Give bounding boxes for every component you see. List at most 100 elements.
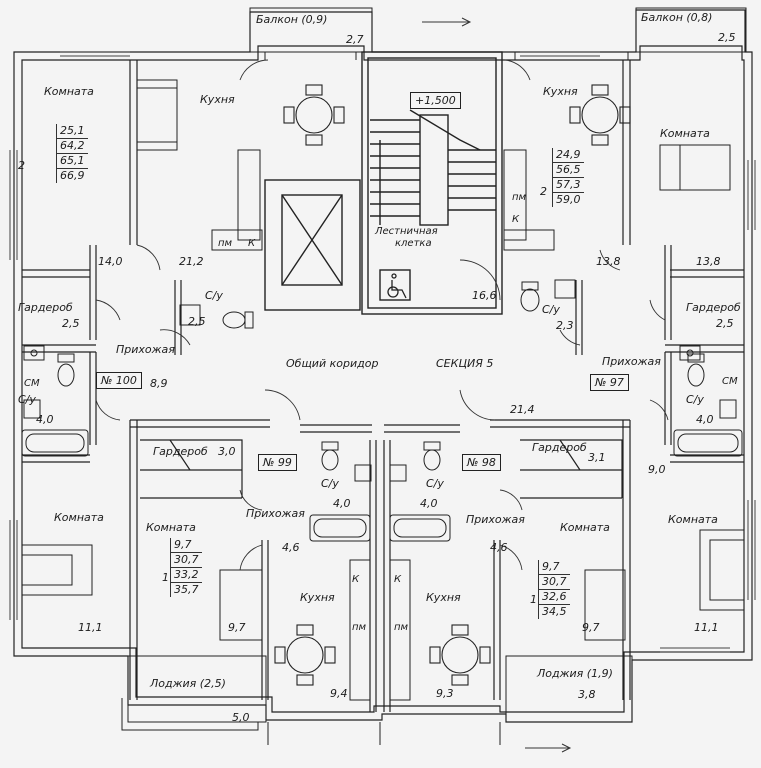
washbasins xyxy=(23,279,737,482)
area-9-3: 9,3 xyxy=(436,687,454,700)
kitchen-label-bl: Кухня xyxy=(300,591,335,604)
apt-area-total: 56,5 xyxy=(553,163,584,178)
apt-number-98: № 98 xyxy=(462,454,501,471)
wheelchair-icon xyxy=(387,273,407,299)
loggia-left-area: 5,0 xyxy=(232,711,250,724)
rooms-count-br: 1 xyxy=(530,593,537,606)
area-9-0: 9,0 xyxy=(648,463,666,476)
rooms-count-tr: 2 xyxy=(540,185,547,198)
elevation-mark: +1,500 xyxy=(410,92,461,109)
apt-areas-tl: 25,1 64,2 65,1 66,9 xyxy=(56,124,88,183)
loggia-right-name: Лоджия (1,9) xyxy=(537,667,613,680)
area-9-4: 9,4 xyxy=(330,687,348,700)
kitchen-label-tl: Кухня xyxy=(200,93,235,106)
apt-area-full: 35,7 xyxy=(174,583,199,596)
sm-label-l: СМ xyxy=(24,378,40,389)
area-4-0-m2: 4,0 xyxy=(420,497,438,510)
area-4-6-l: 4,6 xyxy=(282,541,300,554)
hall-label-bl: Прихожая xyxy=(246,507,305,520)
area-2-5-wd: 2,5 xyxy=(62,317,80,330)
apt-area-with-balcony: 57,3 xyxy=(553,178,584,193)
area-21-2: 21,2 xyxy=(179,255,204,268)
area-4-0-m1: 4,0 xyxy=(333,497,351,510)
area-11-1-l: 11,1 xyxy=(78,621,103,634)
apt-area-living: 25,1 xyxy=(57,124,88,139)
apt-area-with-balcony: 65,1 xyxy=(57,154,88,169)
hall-label-tr: Прихожая xyxy=(602,355,661,368)
pm-label-bl: пм xyxy=(352,622,367,633)
area-9-7-l: 9,7 xyxy=(228,621,246,634)
k-label-bl: К xyxy=(352,574,360,585)
balcony-right-area: 2,5 xyxy=(718,31,736,44)
bath-label-br: С/у xyxy=(426,477,444,490)
loggia-left-name: Лоджия (2,5) xyxy=(150,677,226,690)
kitchen-label-br: Кухня xyxy=(426,591,461,604)
area-2-3: 2,3 xyxy=(556,319,574,332)
pm-label-tl: пм xyxy=(218,238,233,249)
loggia-left-frame xyxy=(127,655,267,723)
wardrobe-label-br: Гардероб xyxy=(532,441,587,454)
balcony-left-frame xyxy=(249,7,373,53)
loggia-right-area: 3,8 xyxy=(578,688,596,701)
area-13-8-k: 13,8 xyxy=(596,255,621,268)
apt-areas-br: 9,7 30,7 32,6 34,5 xyxy=(538,560,570,619)
rooms-count-tl: 2 xyxy=(18,159,25,172)
room-label-bl: Комната xyxy=(146,521,196,534)
apt-area-total: 64,2 xyxy=(57,139,88,154)
area-14-0: 14,0 xyxy=(98,255,123,268)
bath-label-r: С/у xyxy=(686,393,704,406)
apt-number-97: № 97 xyxy=(590,374,629,391)
area-9-7-r: 9,7 xyxy=(582,621,600,634)
section-label: СЕКЦИЯ 5 xyxy=(436,357,494,370)
stair-label-2: клетка xyxy=(395,238,432,249)
dining-tables xyxy=(274,84,631,686)
arrows xyxy=(422,17,572,753)
sm-label-r: СМ xyxy=(722,376,738,387)
room-label-tl: Комната xyxy=(44,85,94,98)
elevator xyxy=(264,179,361,311)
area-2-5-wc: 2,5 xyxy=(188,315,206,328)
apt-area-living: 9,7 xyxy=(539,560,570,575)
stair-core xyxy=(361,51,503,315)
partitions xyxy=(22,60,744,712)
area-2-5-wd-r: 2,5 xyxy=(716,317,734,330)
apt-areas-tr: 24,9 56,5 57,3 59,0 xyxy=(552,148,584,207)
apt-area-living: 9,7 xyxy=(171,538,202,553)
area-4-6-r: 4,6 xyxy=(490,541,508,554)
kitchen-counters xyxy=(211,149,555,701)
area-3-1: 3,1 xyxy=(588,451,606,464)
area-4-0-l: 4,0 xyxy=(36,413,54,426)
balcony-left-name: Балкон (0,9) xyxy=(256,13,328,26)
area-8-9: 8,9 xyxy=(150,377,168,390)
k-label-tr: К xyxy=(512,214,520,225)
apt-area-full: 59,0 xyxy=(556,193,581,206)
balcony-right-frame xyxy=(635,7,747,53)
toilets xyxy=(57,281,705,471)
room-label-br: Комната xyxy=(560,521,610,534)
bath-label-tl: С/у xyxy=(205,289,223,302)
bath-label-l: С/у xyxy=(18,393,36,406)
rooms-count-bl: 1 xyxy=(162,571,169,584)
area-13-8-r: 13,8 xyxy=(696,255,721,268)
pm-label-br: пм xyxy=(394,622,409,633)
area-4-0-r: 4,0 xyxy=(696,413,714,426)
balcony-right-name: Балкон (0,8) xyxy=(641,11,713,24)
apt-area-with-balcony: 32,6 xyxy=(539,590,570,605)
wardrobe-label-bl: Гардероб xyxy=(153,445,208,458)
hall-label-tl: Прихожая xyxy=(116,343,175,356)
bathtubs xyxy=(21,429,743,542)
room-label-l: Комната xyxy=(54,511,104,524)
balcony-left-area: 2,7 xyxy=(346,33,364,46)
wardrobe-label-tl: Гардероб xyxy=(18,301,73,314)
apt-number-99: № 99 xyxy=(258,454,297,471)
corridor-label: Общий коридор xyxy=(286,357,379,370)
bath-label-tr: С/у xyxy=(542,303,560,316)
pm-label-tr: пм xyxy=(512,192,527,203)
doors xyxy=(95,59,669,571)
k-label-tl: К xyxy=(248,238,256,249)
k-label-br: К xyxy=(394,574,402,585)
room-label-tr: Комната xyxy=(660,127,710,140)
apt-number-100: № 100 xyxy=(96,372,142,389)
